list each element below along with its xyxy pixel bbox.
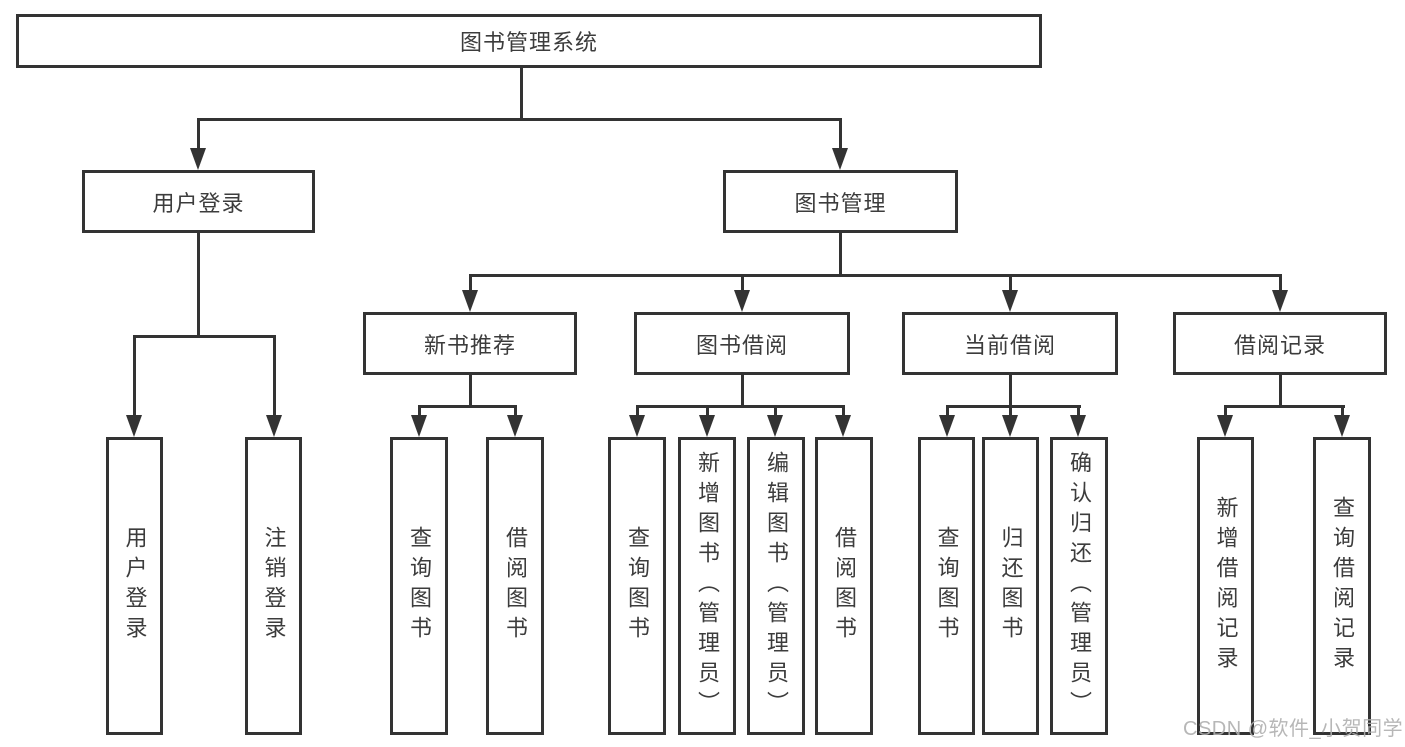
leaf-logout-login-label: 注销登录	[261, 526, 287, 646]
leaf-user-login-label: 用户登录	[122, 526, 148, 646]
node-current-borrowing-label: 当前借阅	[963, 332, 1056, 358]
connector-stem	[946, 405, 949, 415]
arrow-down-icon	[266, 415, 282, 437]
connector-stem	[1009, 274, 1012, 290]
connector-bar	[133, 335, 276, 338]
arrow-down-icon	[1002, 290, 1018, 312]
connector-stem	[514, 405, 517, 415]
connector-stem	[839, 233, 842, 274]
connector-bar	[418, 405, 517, 408]
node-borrowing-records-label: 借阅记录	[1233, 332, 1326, 358]
leaf-query-books-recommend-label: 查询图书	[407, 526, 432, 646]
connector-bar	[946, 405, 1081, 408]
node-library-system: 图书管理系统	[16, 14, 1042, 68]
leaf-return-books-label: 归还图书	[998, 526, 1024, 646]
leaf-query-borrow-record: 查询借阅记录	[1313, 437, 1371, 735]
connector-stem	[469, 375, 472, 405]
connector-stem	[469, 274, 472, 290]
leaf-confirm-return-admin-label: 确认归还（管理员）	[1067, 451, 1092, 721]
node-new-book-recommend-label: 新书推荐	[423, 332, 516, 358]
connector-stem	[1279, 375, 1282, 405]
arrow-down-icon	[411, 415, 427, 437]
connector-bar	[1224, 405, 1345, 408]
leaf-confirm-return-admin: 确认归还（管理员）	[1050, 437, 1108, 735]
connector-stem	[273, 335, 276, 415]
connector-stem	[197, 233, 200, 335]
arrow-down-icon	[767, 415, 783, 437]
connector-stem	[133, 335, 136, 415]
leaf-edit-books-admin-label: 编辑图书（管理员）	[764, 451, 789, 721]
connector-stem	[197, 118, 200, 148]
leaf-borrow-books-recommend: 借阅图书	[486, 437, 544, 735]
connector-stem	[1009, 375, 1012, 405]
leaf-borrow-books-borrowing-label: 借阅图书	[832, 526, 857, 646]
leaf-query-books-recommend: 查询图书	[390, 437, 448, 735]
leaf-add-borrow-record: 新增借阅记录	[1197, 437, 1254, 735]
leaf-query-books-current-label: 查询图书	[934, 526, 960, 646]
node-borrowing-records: 借阅记录	[1173, 312, 1387, 375]
connector-stem	[1279, 274, 1282, 290]
arrow-down-icon	[462, 290, 478, 312]
connector-stem	[774, 405, 777, 415]
arrow-down-icon	[835, 415, 851, 437]
leaf-edit-books-admin: 编辑图书（管理员）	[747, 437, 805, 735]
node-user-login: 用户登录	[82, 170, 315, 233]
leaf-add-borrow-record-label: 新增借阅记录	[1213, 496, 1239, 676]
leaf-query-books-current: 查询图书	[918, 437, 975, 735]
node-book-borrowing: 图书借阅	[634, 312, 850, 375]
leaf-borrow-books-recommend-label: 借阅图书	[503, 526, 528, 646]
connector-stem	[842, 405, 845, 415]
connector-stem	[418, 405, 421, 415]
arrow-down-icon	[734, 290, 750, 312]
watermark: CSDN @软件_小贺同学	[1183, 718, 1404, 740]
connector-bar	[636, 405, 845, 408]
leaf-add-books-admin-label: 新增图书（管理员）	[695, 451, 720, 721]
connector-level2-bar	[197, 118, 842, 121]
arrow-down-icon	[1334, 415, 1350, 437]
connector-root-stem	[520, 68, 523, 118]
arrow-down-icon	[699, 415, 715, 437]
arrow-down-icon	[1070, 415, 1086, 437]
connector-stem	[1077, 405, 1080, 415]
arrow-down-icon	[1217, 415, 1233, 437]
node-book-management-label: 图书管理	[794, 190, 887, 216]
leaf-logout-login: 注销登录	[245, 437, 302, 735]
arrow-down-icon	[1272, 290, 1288, 312]
connector-stem	[839, 118, 842, 148]
leaf-return-books: 归还图书	[982, 437, 1039, 735]
connector-stem	[706, 405, 709, 415]
node-new-book-recommend: 新书推荐	[363, 312, 577, 375]
leaf-add-books-admin: 新增图书（管理员）	[678, 437, 736, 735]
node-book-borrowing-label: 图书借阅	[695, 332, 788, 358]
arrow-down-icon	[126, 415, 142, 437]
connector-stem	[636, 405, 639, 415]
arrow-down-icon	[190, 148, 206, 170]
connector-stem	[741, 375, 744, 405]
arrow-down-icon	[629, 415, 645, 437]
arrow-down-icon	[507, 415, 523, 437]
arrow-down-icon	[939, 415, 955, 437]
node-user-login-label: 用户登录	[152, 190, 245, 216]
leaf-query-borrow-record-label: 查询借阅记录	[1330, 496, 1355, 676]
node-library-system-label: 图书管理系统	[459, 30, 598, 55]
node-book-management: 图书管理	[723, 170, 958, 233]
node-current-borrowing: 当前借阅	[902, 312, 1118, 375]
leaf-query-books-borrowing-label: 查询图书	[625, 526, 650, 646]
leaf-user-login: 用户登录	[106, 437, 163, 735]
leaf-query-books-borrowing: 查询图书	[608, 437, 666, 735]
connector-stem	[1009, 405, 1012, 415]
leaf-borrow-books-borrowing: 借阅图书	[815, 437, 873, 735]
connector-stem	[1224, 405, 1227, 415]
connector-stem	[1341, 405, 1344, 415]
connector-stem	[741, 274, 744, 290]
arrow-down-icon	[1002, 415, 1018, 437]
arrow-down-icon	[832, 148, 848, 170]
connector-level3-bar	[469, 274, 1282, 277]
